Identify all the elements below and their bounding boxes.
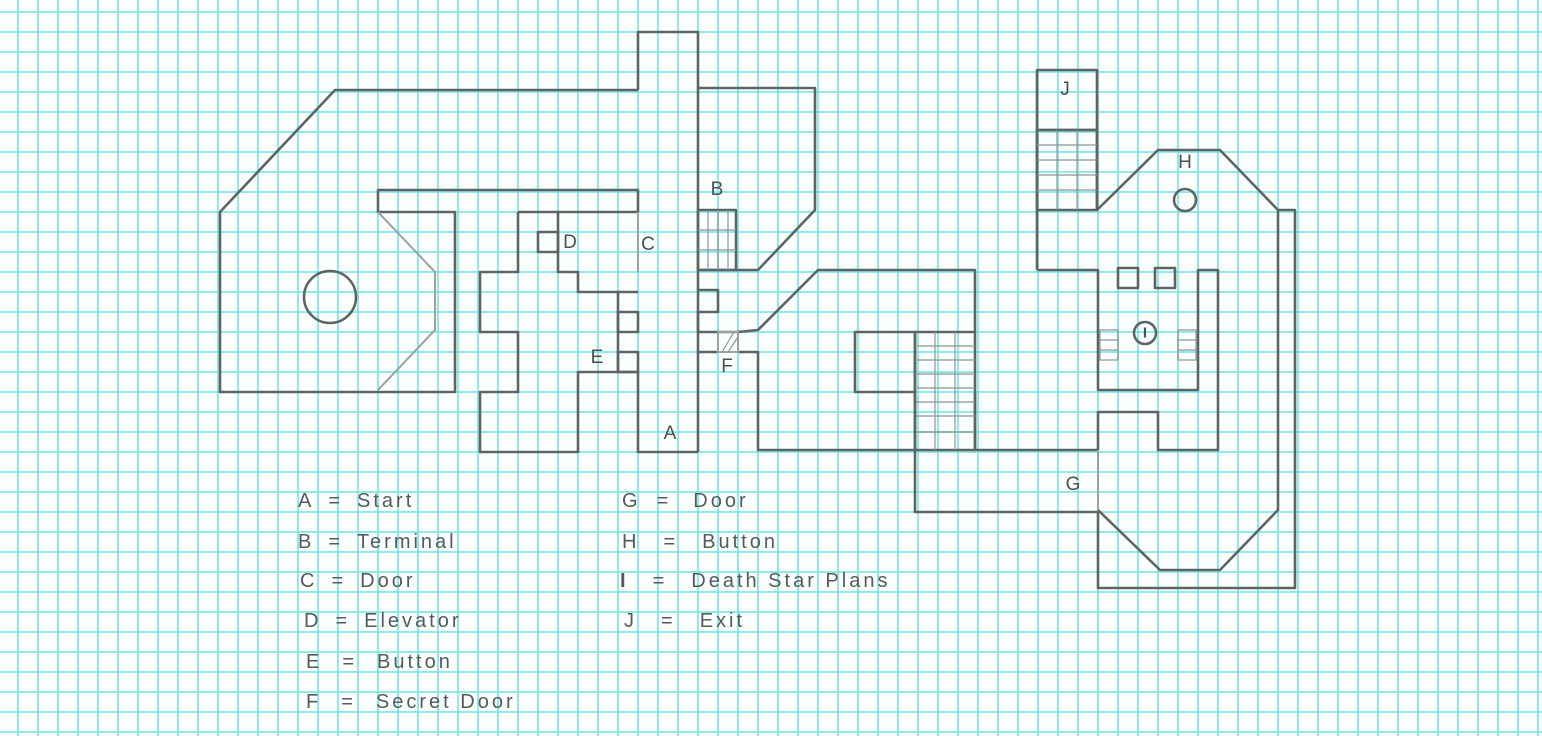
- marker-start: A: [663, 423, 677, 444]
- secret-door-corridor: [696, 268, 1098, 452]
- legend-eq: =: [328, 531, 344, 553]
- legend-label: Secret Door: [375, 691, 516, 713]
- crate: [1116, 266, 1140, 290]
- plans-steps: [1099, 329, 1197, 361]
- legend-key: B: [298, 531, 315, 553]
- exit-stairs: [1035, 128, 1099, 212]
- middle-room-wall: [478, 210, 698, 454]
- marker-exit: J: [1060, 79, 1070, 100]
- plans-circle: [1132, 320, 1158, 346]
- legend-item: F = Secret Door: [306, 691, 516, 714]
- marker-secret-door: F: [721, 356, 733, 377]
- legend-label: Terminal: [357, 531, 457, 553]
- legend-key: H: [622, 531, 640, 553]
- marker-door-g: G: [1065, 474, 1081, 495]
- terminal-stairs: [696, 208, 738, 272]
- central-stairs: [913, 330, 977, 452]
- legend-item: A = Start: [298, 490, 414, 513]
- legend-label: Exit: [699, 610, 746, 632]
- marker-terminal: B: [710, 179, 724, 200]
- button-e-box: [616, 350, 640, 374]
- legend-key: J: [624, 610, 637, 632]
- legend-key: G: [622, 490, 641, 512]
- legend-eq: =: [342, 651, 358, 673]
- secret-door-hatch: [721, 331, 739, 353]
- legend-eq: =: [331, 570, 347, 592]
- legend-key: C: [300, 570, 318, 592]
- legend-item: C = Door: [300, 570, 416, 593]
- left-hall-notch: [377, 211, 436, 391]
- legend-eq: =: [661, 610, 676, 632]
- legend-eq: =: [663, 531, 679, 553]
- legend-key: I: [620, 570, 629, 592]
- legend-eq: =: [652, 570, 668, 592]
- button-h-circle: [1172, 187, 1198, 213]
- legend-item: J = Exit: [624, 610, 745, 633]
- side-room: [853, 330, 917, 394]
- legend-eq: =: [656, 490, 672, 512]
- marker-button-e: E: [590, 347, 604, 368]
- button-e-box: [616, 310, 640, 334]
- marker-button-h: H: [1178, 152, 1192, 173]
- left-hall-wall: [218, 30, 700, 452]
- legend-label: Death Star Plans: [691, 570, 891, 592]
- legend-label: Button: [377, 651, 453, 673]
- plans-room: [1037, 268, 1220, 452]
- legend-item: B = Terminal: [298, 531, 457, 554]
- legend-key: A: [298, 490, 315, 512]
- legend-label: Door: [360, 570, 416, 592]
- legend-label: Door: [693, 490, 749, 512]
- marker-plans: I: [1142, 324, 1148, 342]
- hall-circle: [302, 269, 358, 325]
- legend-key: D: [304, 610, 322, 632]
- legend-label: Start: [357, 490, 415, 512]
- legend-item: G = Door: [622, 490, 749, 513]
- legend-label: Button: [702, 531, 778, 553]
- legend-item: E = Button: [306, 651, 453, 674]
- marker-door-c: C: [641, 234, 655, 255]
- central-stairs-hatch: [915, 332, 975, 450]
- g-corridor: [913, 392, 1098, 514]
- legend-key: F: [306, 691, 322, 713]
- legend-label: Elevator: [364, 610, 462, 632]
- legend-item: H = Button: [622, 531, 778, 554]
- legend-eq: =: [341, 691, 356, 713]
- elevator: [536, 230, 560, 254]
- crate: [1153, 266, 1177, 290]
- terminal-stairs-hatch: [698, 210, 736, 270]
- terminal-room-wall: [698, 86, 817, 272]
- legend-eq: =: [335, 610, 351, 632]
- button-h-room: [1096, 148, 1297, 590]
- legend-eq: =: [328, 490, 344, 512]
- legend-item: D = Elevator: [304, 610, 462, 633]
- legend-key: E: [306, 651, 323, 673]
- exit-stairs-hatch: [1037, 130, 1097, 210]
- marker-elevator: D: [563, 232, 577, 253]
- legend-item: I = Death Star Plans: [620, 570, 890, 593]
